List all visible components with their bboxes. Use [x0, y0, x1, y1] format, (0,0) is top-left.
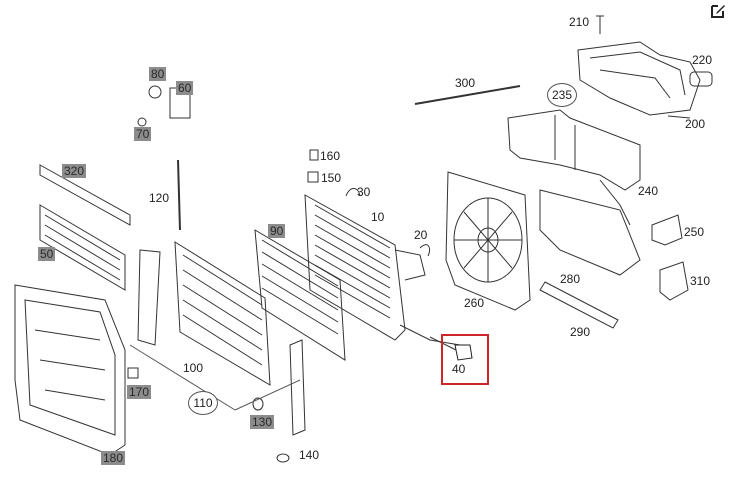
highlight-box — [441, 334, 489, 385]
label-50: 50 — [38, 247, 56, 261]
label-290: 290 — [570, 325, 591, 339]
label-120: 120 — [149, 191, 170, 205]
ring-part — [148, 85, 162, 99]
label-280: 280 — [560, 272, 581, 286]
pencil-square-icon[interactable] — [709, 2, 727, 20]
radiator-part — [304, 194, 461, 346]
label-260: 260 — [464, 296, 485, 310]
label-140: 140 — [299, 448, 320, 462]
clip-part — [309, 149, 319, 161]
label-80: 80 — [149, 67, 167, 81]
radiator-100-part — [137, 241, 271, 386]
bolt-part — [137, 117, 147, 127]
sensor-part — [454, 344, 473, 361]
label-10: 10 — [371, 210, 385, 224]
label-70: 70 — [134, 127, 152, 141]
bracket-310-part — [659, 261, 689, 301]
label-60: 60 — [176, 81, 194, 95]
label-310: 310 — [690, 274, 711, 288]
label-300: 300 — [455, 76, 476, 90]
label-240: 240 — [638, 184, 659, 198]
label-110: 110 — [188, 391, 218, 415]
label-20: 20 — [414, 228, 428, 242]
strip-part — [539, 281, 619, 329]
label-320: 320 — [62, 164, 87, 178]
clip-150-part — [307, 171, 319, 183]
column-part — [289, 339, 306, 436]
clip-170-part — [127, 367, 139, 379]
cap-part — [252, 397, 264, 411]
condenser-part — [254, 229, 346, 361]
label-235: 235 — [547, 83, 577, 107]
grommet-part — [276, 453, 290, 463]
fan-shroud-part — [445, 171, 531, 311]
label-40: 40 — [452, 362, 466, 376]
bracket-part — [651, 214, 683, 246]
label-180: 180 — [101, 451, 126, 465]
label-100: 100 — [183, 361, 204, 375]
label-90: 90 — [268, 224, 286, 238]
label-160: 160 — [320, 149, 341, 163]
label-200: 200 — [685, 117, 706, 131]
tube-part — [39, 164, 131, 226]
rod-part — [414, 85, 521, 105]
label-210: 210 — [569, 15, 590, 29]
label-130: 130 — [250, 415, 275, 429]
upper-cover-part — [577, 15, 713, 119]
label-250: 250 — [684, 225, 705, 239]
rod-120-part — [177, 159, 181, 231]
carrier-frame-part — [14, 284, 126, 456]
hose-20-part — [419, 244, 431, 257]
fan-frame-part — [507, 109, 641, 276]
label-220: 220 — [692, 53, 713, 67]
cooler-part — [39, 204, 126, 291]
label-150: 150 — [321, 171, 342, 185]
hose-part — [345, 188, 361, 197]
label-30: 30 — [357, 185, 371, 199]
label-170: 170 — [127, 385, 152, 399]
